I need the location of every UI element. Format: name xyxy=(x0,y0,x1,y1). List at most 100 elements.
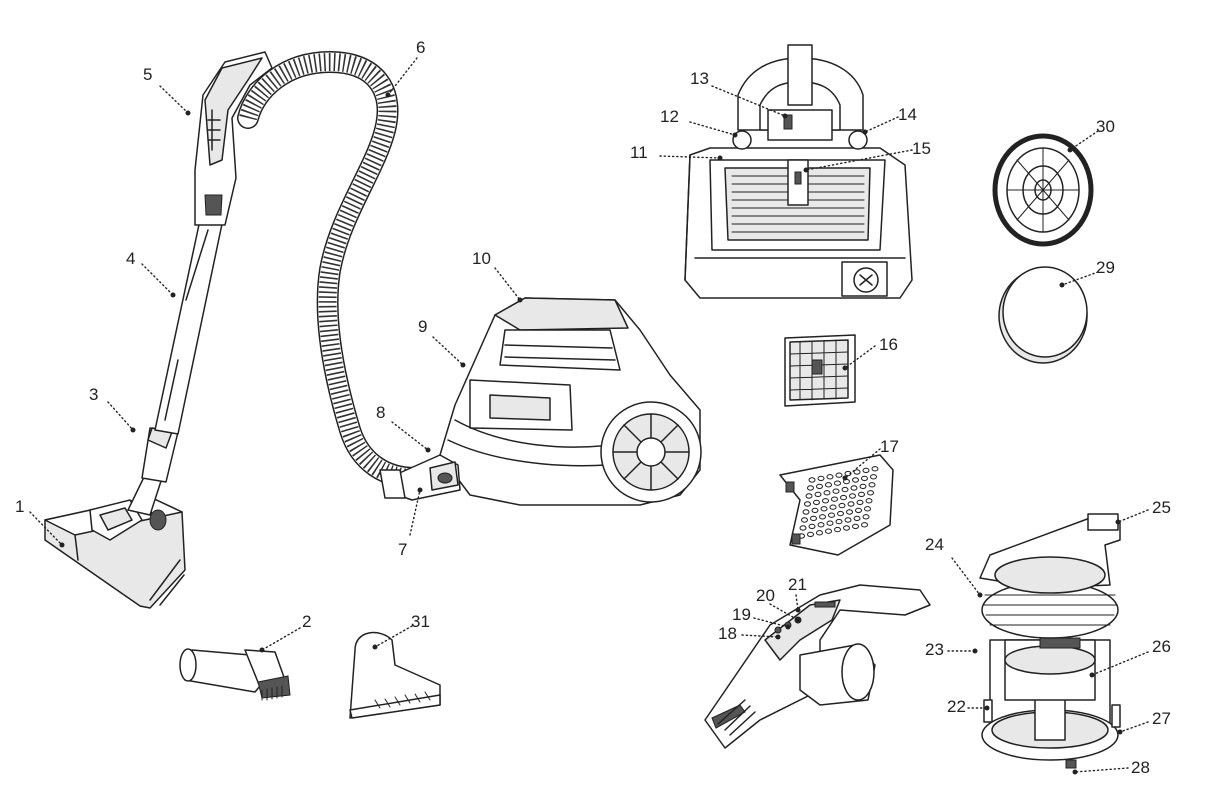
grill-hole xyxy=(816,530,823,536)
body-back-view xyxy=(684,44,913,299)
grill-holes xyxy=(798,466,879,539)
grill-hole xyxy=(807,531,814,538)
grill-hole xyxy=(852,523,859,530)
grill-hole xyxy=(862,467,870,474)
label-3: 3 xyxy=(89,385,98,404)
round-filter xyxy=(992,133,1094,247)
grill-hole xyxy=(852,477,859,483)
label-27: 27 xyxy=(1152,709,1171,728)
label-22: 22 xyxy=(947,697,966,716)
grill-hole xyxy=(834,526,841,533)
label-4: 4 xyxy=(126,249,135,268)
grill-hole xyxy=(856,499,864,506)
grill-hole xyxy=(870,474,877,480)
label-6: 6 xyxy=(416,38,425,57)
grill-hole xyxy=(799,525,807,531)
floor-nozzle xyxy=(44,496,186,609)
label-30: 30 xyxy=(1096,117,1115,136)
label-9: 9 xyxy=(418,317,427,336)
grill-hole xyxy=(828,512,835,518)
grill-hole xyxy=(813,499,820,506)
grill-hole xyxy=(867,490,874,496)
grill-hole xyxy=(853,469,861,475)
grill-hole xyxy=(868,482,876,488)
grill-hole xyxy=(817,522,825,528)
callout-leaders xyxy=(29,57,1149,775)
grill-hole xyxy=(850,485,858,491)
part-number-labels: 1 2 3 4 5 6 7 8 9 10 11 12 13 14 15 16 1… xyxy=(15,38,1171,777)
grill-hole xyxy=(841,486,849,493)
grill-hole xyxy=(853,515,861,522)
label-14: 14 xyxy=(898,105,917,124)
upholstery-tool xyxy=(349,631,441,719)
grill-hole xyxy=(862,514,870,520)
label-28: 28 xyxy=(1131,758,1150,777)
grill-hole xyxy=(835,518,843,525)
grill-hole xyxy=(825,482,832,488)
grill-hole xyxy=(835,472,843,478)
grill-hole xyxy=(801,517,808,523)
dust-container xyxy=(979,513,1121,769)
exhaust-grill xyxy=(779,454,894,556)
grill-hole xyxy=(847,501,855,507)
grill-hole xyxy=(861,475,868,482)
hose xyxy=(237,51,426,489)
label-19: 19 xyxy=(732,605,751,624)
grill-hole xyxy=(859,483,867,490)
label-11: 11 xyxy=(630,143,648,162)
grill-hole xyxy=(831,496,838,502)
label-1: 1 xyxy=(15,497,24,516)
label-7: 7 xyxy=(398,540,407,559)
grill-hole xyxy=(808,523,816,530)
grill-hole xyxy=(846,509,853,515)
grill-hole xyxy=(822,498,829,504)
wand-tube xyxy=(127,219,223,516)
label-29: 29 xyxy=(1096,258,1115,277)
label-5: 5 xyxy=(143,65,152,84)
grill-hole xyxy=(804,501,811,507)
grill-hole xyxy=(829,504,837,510)
label-13: 13 xyxy=(690,69,709,88)
grill-hole xyxy=(825,528,832,534)
label-20: 20 xyxy=(756,586,775,605)
grill-hole xyxy=(823,490,831,496)
label-10: 10 xyxy=(472,249,491,268)
grill-hole xyxy=(838,502,846,509)
grill-hole xyxy=(843,525,850,531)
grill-hole xyxy=(820,506,828,512)
grill-hole xyxy=(871,466,879,472)
exhaust-filter-frame xyxy=(784,334,856,407)
label-24: 24 xyxy=(925,535,944,554)
label-12: 12 xyxy=(660,107,679,126)
grill-hole xyxy=(832,488,840,494)
label-23: 23 xyxy=(925,640,944,659)
grill-hole xyxy=(855,507,862,514)
filter-pad xyxy=(998,266,1088,364)
label-17: 17 xyxy=(880,437,899,456)
grill-hole xyxy=(816,483,823,490)
combination-tool xyxy=(179,648,291,701)
grill-hole xyxy=(814,491,822,498)
grill-hole xyxy=(817,475,825,482)
grill-hole xyxy=(837,510,844,517)
grill-hole xyxy=(858,491,865,498)
label-2: 2 xyxy=(302,612,311,631)
grill-hole xyxy=(864,506,871,512)
grill-hole xyxy=(840,494,847,501)
grill-hole xyxy=(819,514,826,520)
grill-hole xyxy=(808,477,816,483)
handheld-unit xyxy=(704,584,931,749)
label-25: 25 xyxy=(1152,498,1171,517)
grill-hole xyxy=(861,522,868,528)
handle xyxy=(194,51,273,226)
grill-hole xyxy=(802,509,810,515)
label-31: 31 xyxy=(411,612,430,631)
grill-hole xyxy=(826,474,834,480)
grill-hole xyxy=(834,480,841,486)
label-8: 8 xyxy=(376,403,385,422)
label-15: 15 xyxy=(912,139,931,158)
main-body xyxy=(379,297,702,506)
grill-hole xyxy=(811,507,819,514)
grill-hole xyxy=(810,515,817,522)
